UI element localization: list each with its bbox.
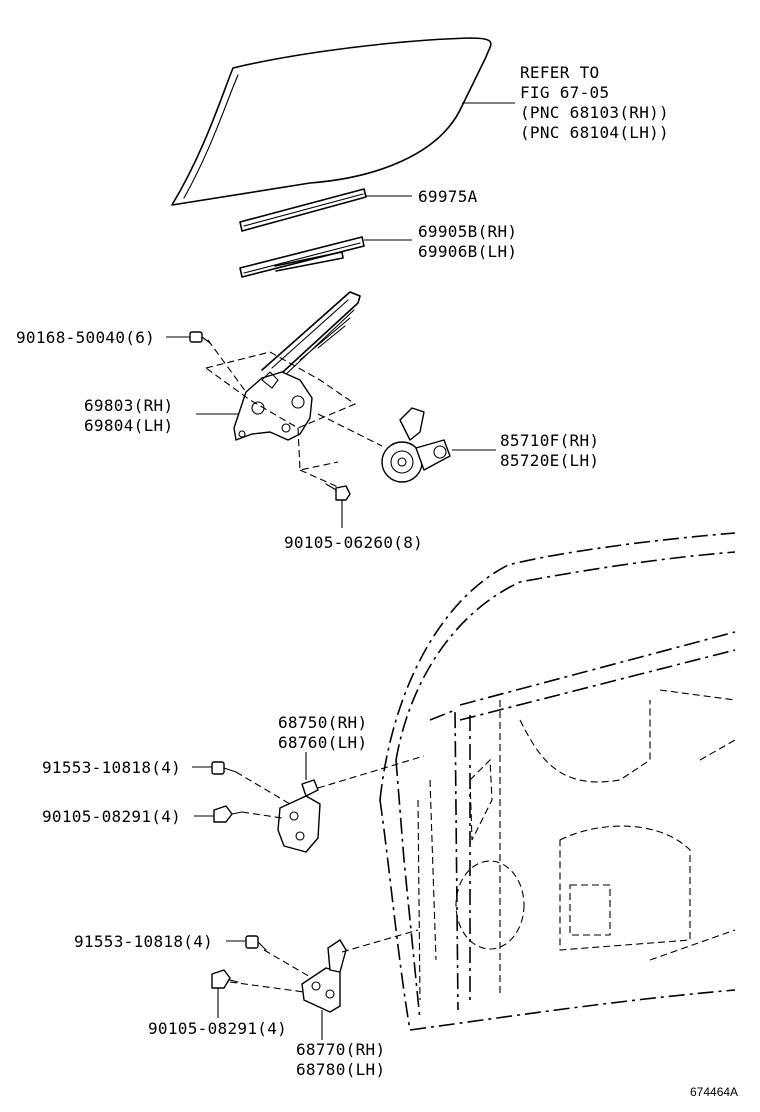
lower-hinge-mount-lines	[229, 929, 419, 993]
label-68770: 68770(RH)	[296, 1040, 385, 1059]
label-90105-08291-lower: 90105-08291(4)	[148, 1019, 287, 1038]
label-69906b: 69906B(LH)	[418, 242, 517, 261]
rear-door-shell	[379, 532, 736, 1031]
window-regulator[interactable]	[233, 291, 361, 441]
bolt-90105-06260-icon[interactable]	[325, 483, 351, 501]
label-68760: 68760(LH)	[278, 733, 367, 752]
bolt-91553-upper-icon[interactable]	[211, 761, 237, 775]
belt-weatherstrip[interactable]	[239, 188, 367, 232]
label-69803: 69803(RH)	[84, 396, 173, 415]
label-68750: 68750(RH)	[278, 713, 367, 732]
label-91553-10818-lower: 91553-10818(4)	[74, 932, 213, 951]
refer-line-2: FIG 67-05	[520, 83, 609, 102]
regulator-motor[interactable]	[381, 407, 451, 483]
glass-run-channel[interactable]	[239, 236, 365, 278]
label-68780: 68780(LH)	[296, 1060, 385, 1079]
upper-hinge[interactable]	[277, 779, 321, 853]
label-90105-08291-upper: 90105-08291(4)	[42, 807, 181, 826]
motor-mount-lines	[317, 413, 383, 447]
refer-line-1: REFER TO	[520, 63, 599, 82]
label-85710f: 85710F(RH)	[500, 431, 599, 450]
refer-line-4: (PNC 68104(LH))	[520, 123, 669, 142]
label-69804: 69804(LH)	[84, 416, 173, 435]
lower-hinge[interactable]	[301, 939, 347, 1013]
label-69975a: 69975A	[418, 187, 478, 206]
bolt-90168-icon[interactable]	[189, 331, 211, 344]
label-91553-10818-upper: 91553-10818(4)	[42, 758, 181, 777]
figure-id: 674464A	[690, 1085, 738, 1099]
bolt-90105-lower-icon[interactable]	[211, 969, 239, 989]
refer-line-3: (PNC 68103(RH))	[520, 103, 669, 122]
door-glass[interactable]	[171, 37, 492, 206]
upper-hinge-mount-lines	[235, 755, 425, 819]
label-69905b: 69905B(RH)	[418, 222, 517, 241]
label-90168-50040: 90168-50040(6)	[16, 328, 155, 347]
regulator-mount-lines	[204, 339, 357, 489]
label-85720e: 85720E(LH)	[500, 451, 599, 470]
bolt-91553-lower-icon[interactable]	[245, 935, 267, 951]
bolt-90105-upper-icon[interactable]	[213, 805, 243, 823]
label-90105-06260: 90105-06260(8)	[284, 533, 423, 552]
